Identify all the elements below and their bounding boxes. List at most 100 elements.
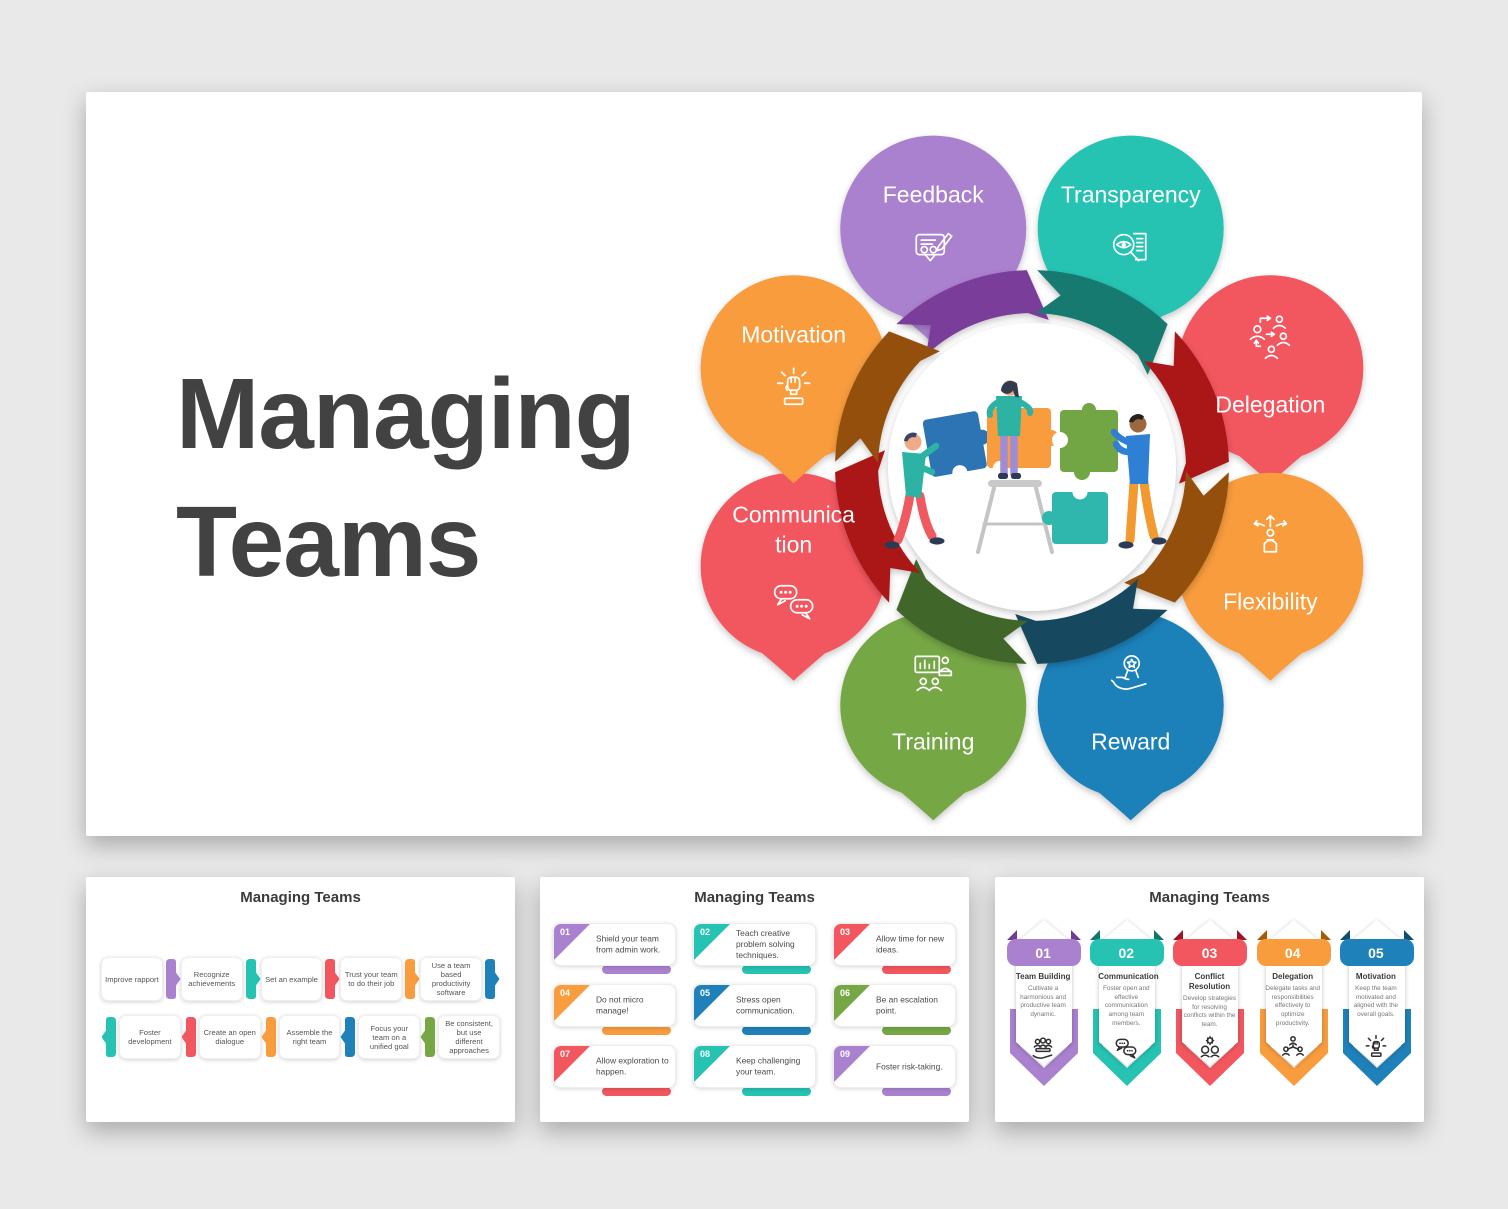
slide-title: Managing Teams [1149, 889, 1270, 906]
training-ring-arc [896, 559, 1028, 664]
numbered-list-slide-preview[interactable]: Managing Teams 01 Shield your team from … [540, 877, 969, 1122]
pennant-number: 05 [1368, 945, 1384, 961]
card-number-badge: 07 [554, 1046, 590, 1082]
feedback-ring-arc [896, 270, 1049, 356]
flower-petal-layer [700, 135, 1364, 821]
numbered-card: 06 Be an escalation point. [833, 984, 956, 1035]
pennant-communication: 02 Communication Foster open and effecti… [1089, 915, 1165, 1111]
transparency-ring-arc [1036, 270, 1168, 375]
card-accent-bar [742, 965, 811, 974]
petal-training [840, 612, 1027, 821]
flower-label-layer: Feedback TransparencyDelegationFlexibilit… [732, 182, 1325, 755]
pennant-description: Keep the team motivated and aligned with… [1353, 985, 1399, 1018]
motivation-ring-arc [835, 331, 940, 463]
communication-ring-arc [835, 450, 921, 603]
flow-box: Use a team based productivity software [420, 957, 482, 1001]
arrow-tab-icon [261, 1017, 276, 1057]
pennant-heading: Delegation [1272, 972, 1314, 981]
petal-label: Transparency [1061, 182, 1201, 208]
petal-delegation-content: Delegation [1215, 315, 1325, 417]
pennant-number: 01 [1035, 945, 1051, 961]
delegation-ring-arc [1143, 331, 1229, 484]
card-accent-bar [602, 1026, 671, 1035]
petal-flexibility-content: Flexibility [1223, 514, 1318, 615]
arrow-tab-icon [340, 1017, 356, 1057]
pennant-conflict-resolution: 03 Conflict Resolution Develop strategie… [1172, 915, 1248, 1111]
pennant-description: Develop strategies for resolving conflic… [1183, 995, 1236, 1028]
petal-reward [1037, 612, 1224, 821]
slide-title: Managing Teams [240, 889, 361, 906]
numbered-card: 01 Shield your team from admin work. [553, 923, 676, 974]
card-accent-bar [602, 965, 671, 974]
flow-box: Improve rapport [101, 957, 163, 1001]
person-right [1110, 414, 1167, 549]
person-middle [986, 380, 1034, 479]
flow-row-1: Improve rapport Recognize achievements S… [101, 957, 500, 1001]
pennant-description: Delegate tasks and responsibilities effe… [1265, 985, 1321, 1027]
flow-row-2: Foster development Create an open dialog… [101, 1015, 500, 1059]
card-number-badge: 02 [694, 924, 730, 960]
petal-label: Feedback [883, 182, 985, 208]
petal-feedback-content: Feedback [883, 182, 985, 262]
green-puzzle-piece [1052, 403, 1118, 480]
petal-label: Communica [732, 502, 855, 528]
flow-box: Recognize achievements [180, 957, 243, 1001]
card-number-badge: 03 [834, 924, 870, 960]
petal-communication-content: Communica tion [732, 502, 855, 620]
arrow-tab-icon [245, 959, 261, 999]
card-number-badge: 06 [834, 985, 870, 1021]
card-accent-bar [882, 1026, 951, 1035]
arrow-tab-icon [405, 959, 420, 999]
card-number-badge: 04 [554, 985, 590, 1021]
petal-label: Reward [1091, 728, 1170, 754]
title-line-1: Managing [176, 358, 636, 470]
arrow-tab-icon [101, 1017, 116, 1057]
petal-motivation-content: Motivation [741, 321, 846, 406]
pennant-heading: Team Building [1015, 972, 1071, 981]
card-number-badge: 05 [694, 985, 730, 1021]
numbered-card: 09 Foster risk-taking. [833, 1045, 956, 1096]
conflict-icon [1200, 1035, 1219, 1058]
managing-teams-flower-diagram: Feedback TransparencyDelegationFlexibilit… [700, 135, 1364, 821]
flow-box: Be consistent, but use different approac… [438, 1015, 500, 1059]
card-accent-bar [882, 965, 951, 974]
flow-box: Assemble the right team [278, 1015, 341, 1059]
pennant-delegation: 04 Delegation Delegate tasks and respons… [1256, 915, 1331, 1111]
petal-label: tion [775, 532, 812, 558]
reward-ring-arc [1015, 578, 1168, 664]
numbered-card-grid: 01 Shield your team from admin work. 02 … [553, 923, 956, 1096]
card-accent-bar [602, 1087, 671, 1096]
flow-box: Set an example [260, 957, 323, 1001]
flow-box: Create an open dialogue [198, 1015, 261, 1059]
card-number-badge: 08 [694, 1046, 730, 1082]
fist-icon [1365, 1034, 1387, 1057]
team-icon [1032, 1037, 1053, 1059]
teamwork-puzzle-illustration [884, 380, 1167, 554]
petal-delegation [1177, 275, 1364, 484]
flow-slide-preview[interactable]: Managing Teams Improve rapport Recognize… [86, 877, 515, 1122]
page-title: Managing Teams [176, 350, 636, 606]
numbered-card: 05 Stress open communication. [693, 984, 816, 1035]
flow-box: Focus your team on a unified goal [358, 1015, 421, 1059]
pennant-description: Foster open and effective communication … [1103, 985, 1150, 1027]
pennant-slide-preview[interactable]: Managing Teams 01 Team Building Cultivat… [995, 877, 1424, 1122]
petal-label: Delegation [1215, 391, 1325, 417]
petal-training-content: Training [892, 655, 974, 754]
flower-center [884, 323, 1176, 611]
arrow-tab-icon [420, 1017, 436, 1057]
petal-label: Motivation [741, 321, 846, 347]
person-left [884, 432, 945, 549]
arrow-tab-icon [325, 959, 340, 999]
card-accent-bar [742, 1026, 811, 1035]
main-slide-preview[interactable]: Managing Teams [86, 92, 1422, 836]
petal-transparency-content: Transparency [1061, 182, 1201, 262]
pennant-heading: Motivation [1355, 972, 1396, 981]
numbered-card: 02 Teach creative problem solving techni… [693, 923, 816, 974]
arrow-tab-icon [484, 959, 500, 999]
petal-label: Flexibility [1223, 589, 1318, 615]
teal-puzzle-piece [1042, 484, 1108, 544]
pennant-heading: Communication [1098, 972, 1159, 981]
flexibility-ring-arc [1124, 471, 1229, 603]
numbered-card: 04 Do not micro manage! [553, 984, 676, 1035]
card-accent-bar [882, 1087, 951, 1096]
